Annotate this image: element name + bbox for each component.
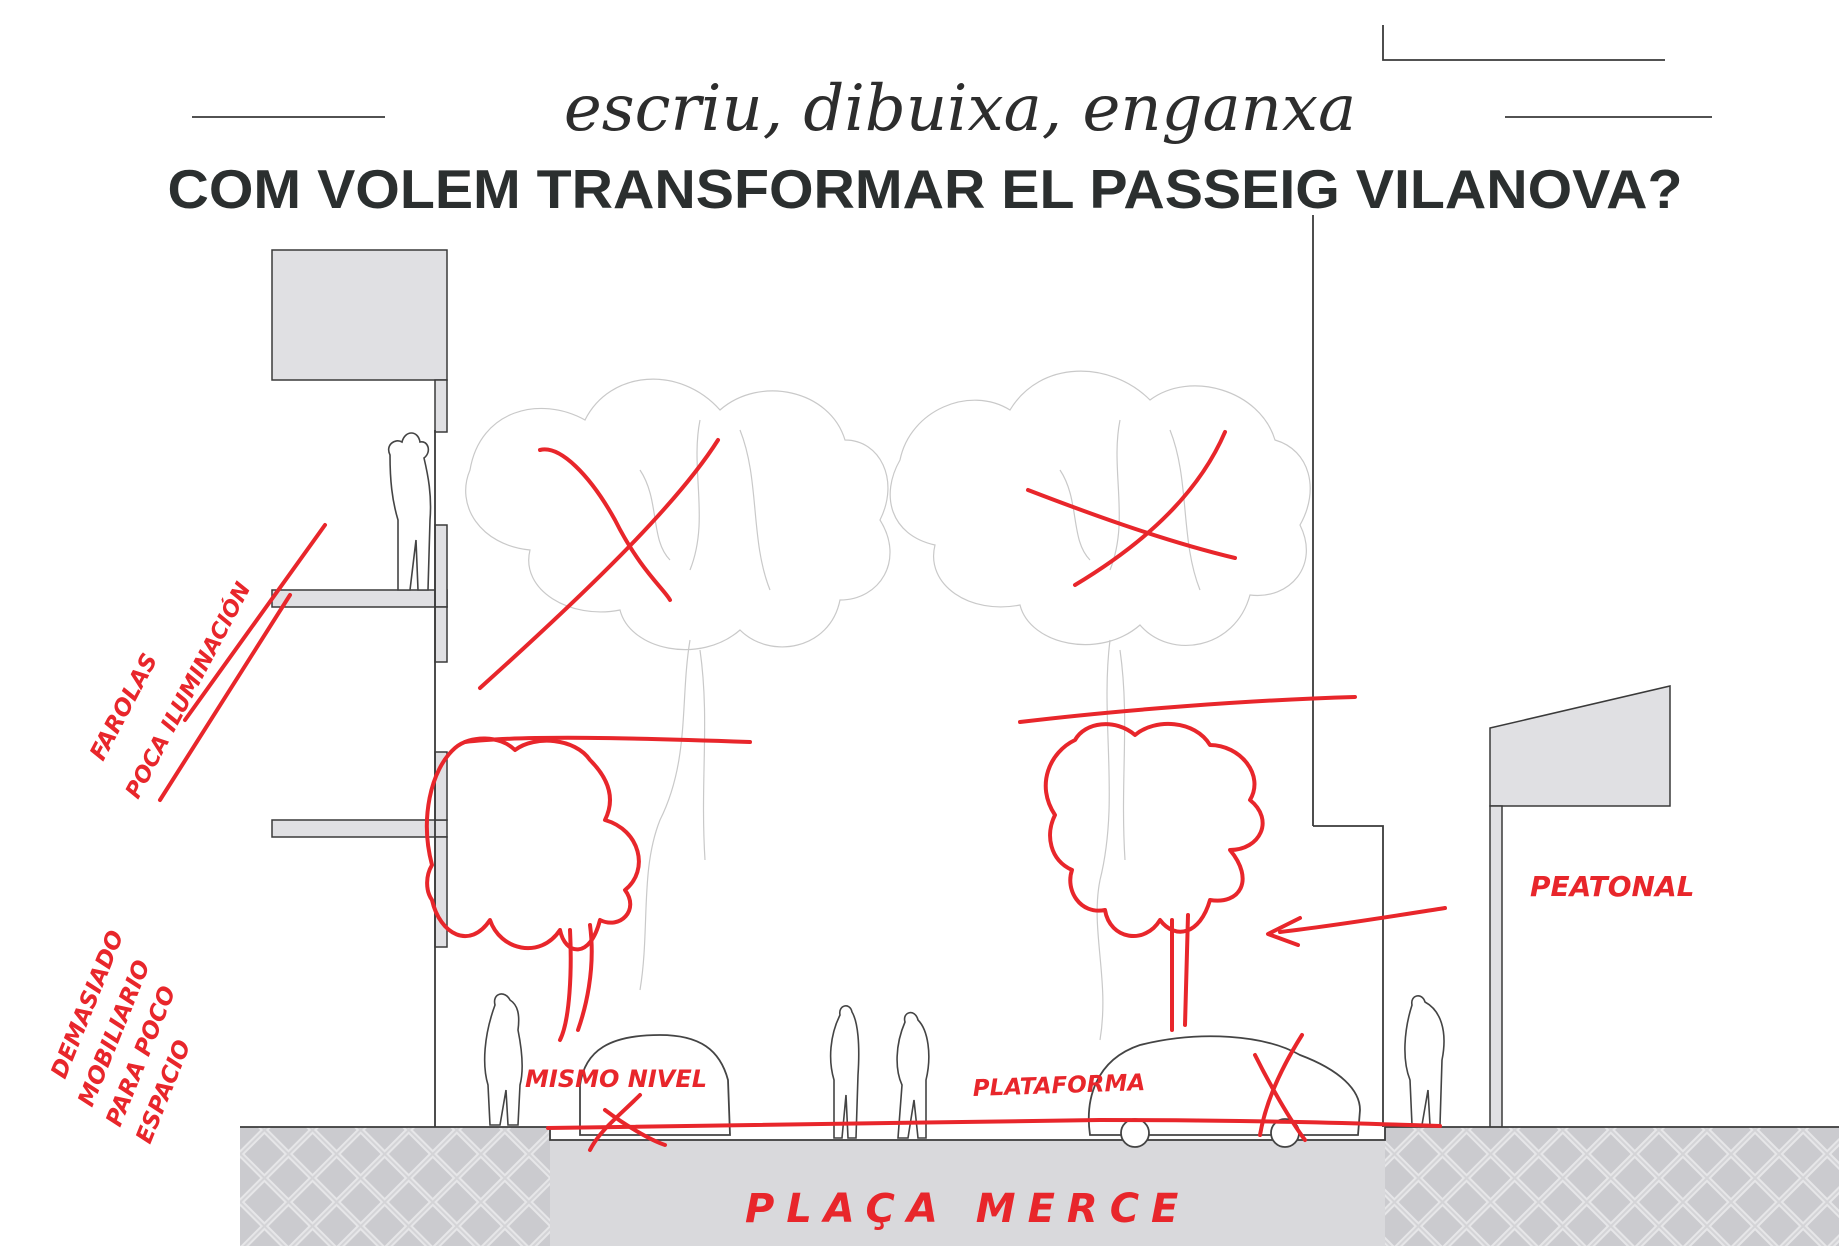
person-balcony bbox=[387, 432, 432, 591]
left-railing-1 bbox=[434, 379, 448, 433]
cross-mark-tree-left-a bbox=[538, 447, 672, 602]
note-placa-merce: PLAÇA MERCE bbox=[745, 1186, 1190, 1232]
tree-canopy-right bbox=[889, 370, 1311, 647]
left-railing-2 bbox=[434, 524, 448, 608]
cross-mark-car-left bbox=[588, 1093, 667, 1152]
cross-mark-tree-left-b bbox=[478, 438, 720, 690]
left-balcony-top bbox=[271, 249, 448, 381]
header-subtitle: escriu, dibuixa, enganxa bbox=[564, 72, 1356, 146]
left-railing-5 bbox=[434, 836, 448, 948]
tree-trunk-drawing-left bbox=[558, 923, 594, 1042]
left-sidewalk-paving bbox=[240, 1127, 550, 1246]
note-peatonal: PEATONAL bbox=[1530, 870, 1695, 903]
tree-drawing-right bbox=[1043, 721, 1265, 938]
car-left bbox=[579, 1034, 731, 1136]
arrow-head bbox=[1266, 916, 1302, 947]
right-building bbox=[1312, 215, 1671, 1132]
right-balcony-railing bbox=[1489, 805, 1503, 1132]
cars bbox=[579, 1034, 1361, 1148]
arrow-shaft bbox=[1278, 906, 1447, 934]
left-balcony-slab-1 bbox=[271, 589, 448, 608]
single-level-line bbox=[546, 1118, 1442, 1130]
cross-mark-tree-right-b bbox=[1073, 430, 1227, 587]
person-road-man bbox=[896, 1011, 930, 1139]
tree-canopy-left bbox=[465, 378, 891, 651]
crown-guide-line-right bbox=[1018, 695, 1357, 724]
header: escriu, dibuixa, enganxa COM VOLEM TRANS… bbox=[168, 25, 1712, 220]
tree-trunk-left bbox=[639, 639, 706, 991]
note-mismo-nivel: MISMO NIVEL bbox=[525, 1065, 707, 1093]
person-right-sidewalk bbox=[1404, 995, 1445, 1126]
note-plataforma: PLATAFORMA bbox=[972, 1070, 1145, 1102]
crown-guide-line-left bbox=[463, 735, 752, 744]
left-balcony-slab-2 bbox=[271, 819, 448, 838]
tree-trunk-drawing-right bbox=[1170, 913, 1190, 1032]
right-balcony-canopy bbox=[1489, 685, 1671, 807]
faint-trees bbox=[465, 370, 1311, 1041]
cross-mark-tree-right-a bbox=[1026, 488, 1237, 560]
tree-trunk-right bbox=[1096, 639, 1126, 1041]
car-right-wheel-front bbox=[1120, 1118, 1150, 1148]
roadway-surface bbox=[550, 1140, 1385, 1246]
strike-line-farolas-a bbox=[183, 523, 327, 722]
right-sidewalk-paving bbox=[1385, 1127, 1839, 1246]
page-title: COM VOLEM TRANSFORMAR EL PASSEIG VILANOV… bbox=[168, 158, 1683, 220]
left-railing-3 bbox=[434, 606, 448, 663]
corner-frame-mark bbox=[1382, 25, 1665, 61]
person-left-sidewalk bbox=[483, 993, 523, 1126]
person-road-woman bbox=[829, 1005, 860, 1139]
left-building bbox=[271, 249, 448, 1127]
cross-mark-car-right bbox=[1253, 1033, 1307, 1142]
tree-branches-left bbox=[639, 419, 771, 591]
car-right bbox=[1087, 1035, 1361, 1136]
strike-line-farolas-b bbox=[158, 593, 292, 802]
right-facade-step bbox=[1313, 825, 1384, 1127]
people bbox=[387, 432, 1445, 1139]
tree-drawing-left bbox=[425, 736, 641, 952]
ground bbox=[240, 1126, 1839, 1246]
ground-line bbox=[240, 1126, 1839, 1141]
tree-branches-right bbox=[1059, 419, 1201, 591]
